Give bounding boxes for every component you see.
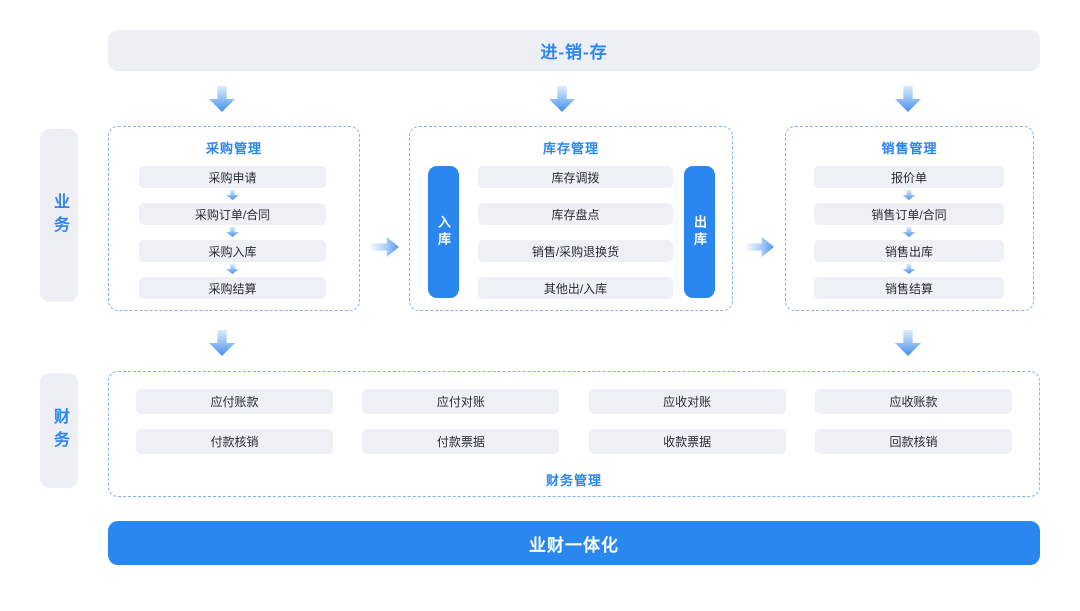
down-arrow-icon [549, 86, 575, 112]
side-label-business-text: 业务 [51, 192, 68, 239]
down-arrow-icon [902, 190, 916, 200]
flow-item: 其他出/入库 [478, 277, 673, 299]
down-arrow-icon [226, 190, 239, 200]
finance-item: 应付账款 [136, 389, 333, 414]
sales-management-box: 销售管理 报价单 销售订单/合同 销售出库 销售结算 [785, 126, 1034, 311]
flow-item: 销售订单/合同 [814, 203, 1004, 225]
outbound-pill: 出库 [684, 166, 715, 298]
inventory-box-title: 库存管理 [542, 141, 599, 156]
finance-item: 应付对账 [362, 389, 560, 414]
side-label-business: 业务 [40, 129, 78, 302]
top-banner: 进-销-存 [108, 30, 1040, 71]
flow-item: 采购申请 [139, 166, 326, 188]
flow-item: 库存盘点 [478, 203, 673, 225]
down-arrow-icon [895, 86, 921, 112]
flow-item: 库存调拨 [478, 166, 673, 188]
sales-items-column: 报价单 销售订单/合同 销售出库 销售结算 [814, 166, 1004, 299]
bottom-banner-label: 业财一体化 [529, 535, 619, 555]
down-arrow-icon [226, 264, 239, 274]
inventory-items-column: 库存调拨 库存盘点 销售/采购退换货 其他出/入库 [478, 166, 673, 299]
right-arrow-icon [746, 237, 774, 257]
finance-item: 回款核销 [814, 429, 1012, 454]
side-label-finance-text: 财务 [51, 407, 68, 454]
right-arrow-icon [371, 237, 399, 257]
inbound-pill: 入库 [428, 166, 459, 298]
finance-item: 付款核销 [136, 429, 333, 454]
finance-item: 应收账款 [814, 389, 1012, 414]
purchase-items-column: 采购申请 采购订单/合同 采购入库 采购结算 [139, 166, 326, 299]
purchase-box-title: 采购管理 [205, 141, 262, 156]
down-arrow-icon [895, 330, 921, 356]
flow-item: 报价单 [814, 166, 1004, 188]
finance-box-title: 财务管理 [545, 473, 602, 488]
flow-item: 销售结算 [814, 277, 1004, 299]
finance-item: 收款票据 [588, 429, 786, 454]
down-arrow-icon [902, 227, 916, 237]
down-arrow-icon [209, 330, 235, 356]
flow-item: 销售/采购退换货 [478, 240, 673, 262]
flow-item: 采购订单/合同 [139, 203, 326, 225]
finance-row-2: 付款核销 付款票据 收款票据 回款核销 [136, 429, 1012, 454]
down-arrow-icon [209, 86, 235, 112]
down-arrow-icon [226, 227, 239, 237]
inventory-management-box: 库存管理 入库 库存调拨 库存盘点 销售/采购退换货 其他出/入库 出库 [409, 126, 733, 311]
flow-item: 销售出库 [814, 240, 1004, 262]
outbound-pill-label: 出库 [692, 215, 707, 249]
flow-item: 采购结算 [139, 277, 326, 299]
finance-row-1: 应付账款 应付对账 应收对账 应收账款 [136, 389, 1012, 414]
finance-item: 付款票据 [362, 429, 560, 454]
top-banner-label: 进-销-存 [540, 43, 608, 62]
purchase-management-box: 采购管理 采购申请 采购订单/合同 采购入库 采购结算 [108, 126, 360, 311]
side-label-finance: 财务 [40, 373, 78, 488]
finance-item: 应收对账 [588, 389, 786, 414]
inbound-pill-label: 入库 [436, 215, 451, 249]
sales-box-title: 销售管理 [881, 141, 938, 156]
flow-item: 采购入库 [139, 240, 326, 262]
bottom-banner: 业财一体化 [108, 521, 1040, 565]
down-arrow-icon [902, 264, 916, 274]
finance-management-box: 应付账款 应付对账 应收对账 应收账款 付款核销 付款票据 收款票据 回款核销 … [108, 371, 1040, 497]
